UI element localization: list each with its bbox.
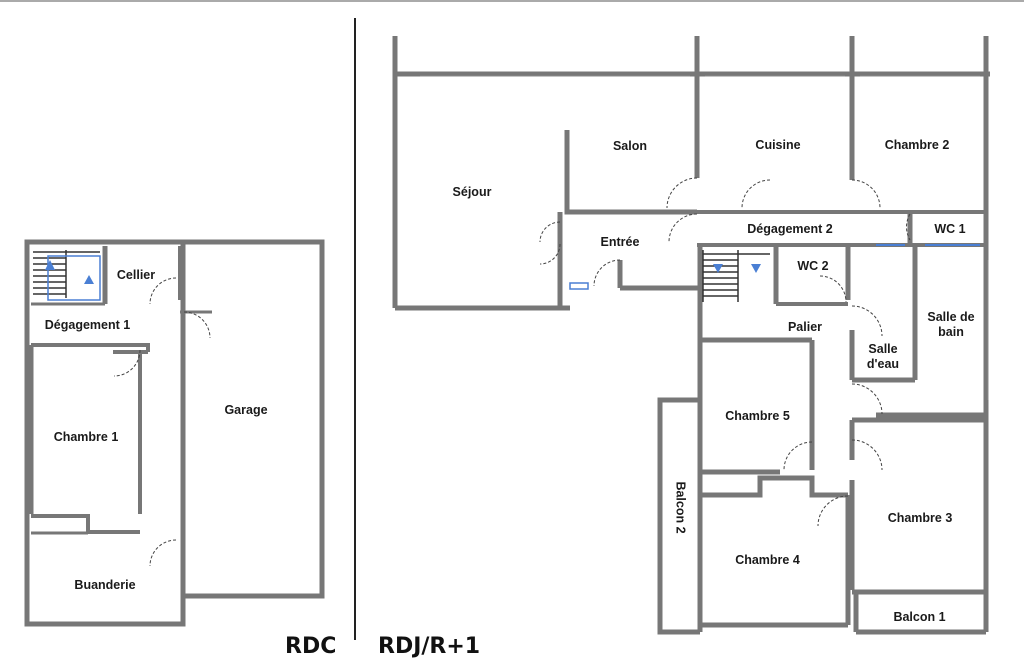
room-salle-eau: Salle d'eau: [866, 342, 900, 371]
windows: [420, 75, 989, 400]
stair-arrow-icon: [713, 264, 723, 273]
entrance-mark: [569, 282, 589, 290]
room-cellier: Cellier: [116, 268, 156, 282]
room-cuisine: Cuisine: [755, 138, 801, 152]
room-chambre2: Chambre 2: [884, 138, 950, 152]
rdj-stairs: [702, 250, 770, 302]
room-wc1: WC 1: [934, 222, 966, 236]
rdc-plan: [24, 239, 325, 627]
room-chambre5: Chambre 5: [725, 409, 790, 423]
room-salle-bain: Salle de bain: [927, 310, 975, 339]
stair-arrow-icon: [751, 264, 761, 273]
room-palier: Palier: [787, 320, 823, 334]
level-label-rdc: RDC: [285, 634, 337, 659]
room-balcon1: Balcon 1: [893, 610, 946, 624]
rdj-doors: [539, 177, 911, 527]
room-buanderie: Buanderie: [74, 578, 136, 592]
stair-arrow-icon: [84, 275, 94, 284]
room-balcon2: Balcon 2: [673, 481, 688, 534]
rdj-plan: [392, 36, 990, 635]
room-chambre3: Chambre 3: [887, 511, 953, 525]
level-label-rdj: RDJ/R+1: [378, 634, 481, 659]
room-degagement2: Dégagement 2: [747, 222, 833, 236]
room-chambre4: Chambre 4: [735, 553, 800, 567]
rdc-doors: [113, 277, 211, 567]
stair-arrow-icon: [45, 260, 55, 270]
room-chambre1: Chambre 1: [53, 430, 119, 444]
rdc-stairs: [33, 250, 101, 301]
room-garage: Garage: [224, 403, 268, 417]
room-wc2: WC 2: [797, 259, 829, 273]
room-entree: Entrée: [600, 235, 640, 249]
room-salon: Salon: [612, 139, 648, 153]
room-sejour: Séjour: [452, 185, 492, 199]
room-degagement1: Dégagement 1: [44, 318, 131, 332]
